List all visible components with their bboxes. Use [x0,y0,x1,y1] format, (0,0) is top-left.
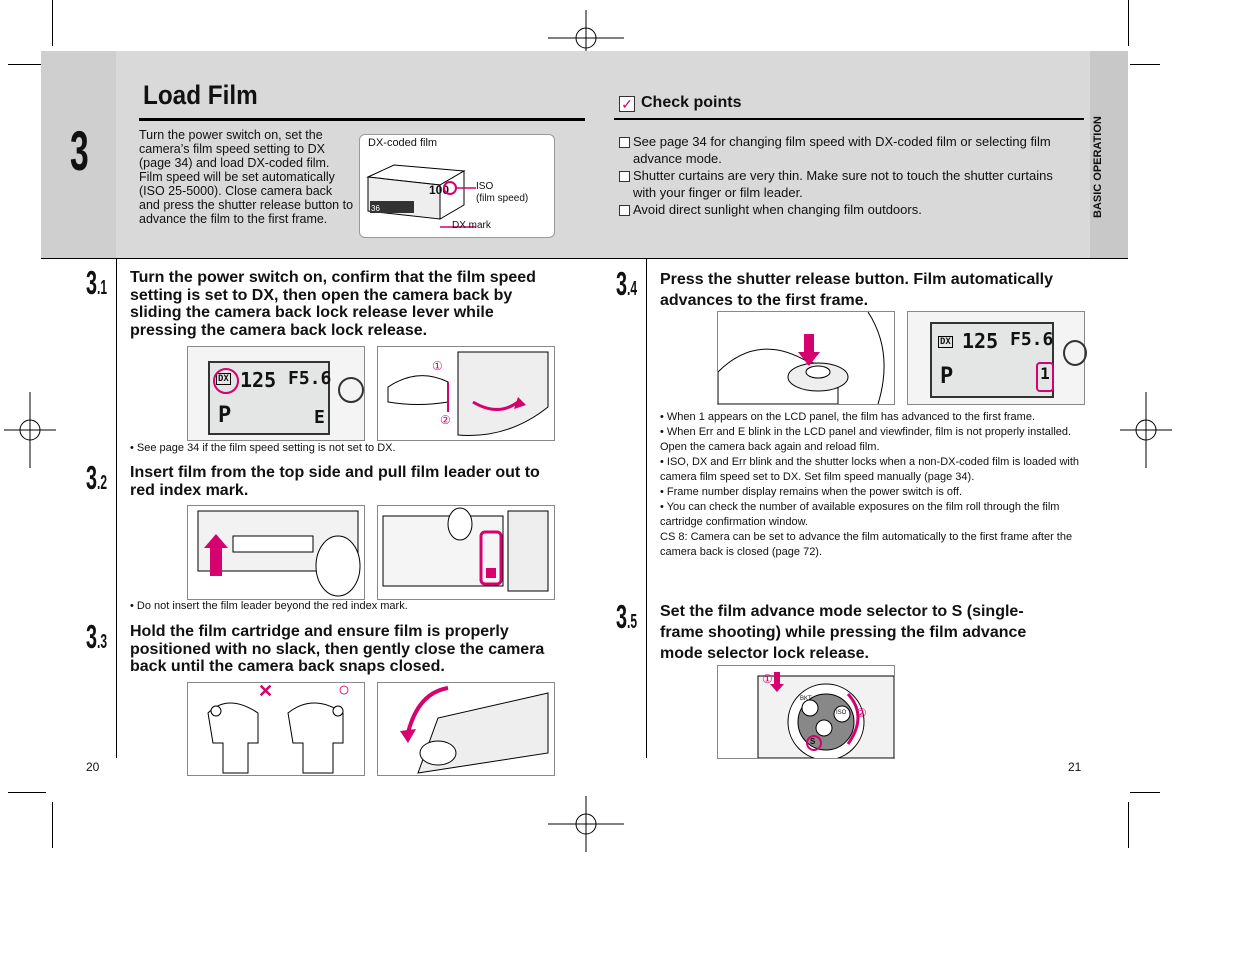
lcd-dx-indicator: DX [938,336,953,348]
custom-setting-note: CS 8: Camera can be set to advance the f… [660,531,1073,558]
crop-mark [52,0,53,46]
check-point-item: Avoid direct sunlight when changing film… [619,201,1079,218]
step-3-5-text: Set the film advance mode selector to S … [660,603,1027,662]
registration-mark [1120,392,1172,468]
callout-1: ① [762,672,773,686]
registration-mark [548,796,624,852]
dial-icon [1063,340,1087,366]
check-icon: ✓ [619,96,635,112]
crop-mark [1128,0,1129,46]
lcd-frame: E [314,407,325,428]
film-position-image: ✕ ○ [187,679,365,776]
insert-film-illustration [197,510,361,597]
band-bottom-rule [41,258,1128,259]
step-3-1-number: 3.1 [86,264,108,301]
wrong-mark: ✕ [258,681,274,701]
lcd-mode: P [940,364,954,389]
close-back-image [377,682,555,776]
iso-sublabel: (film speed) [476,193,529,204]
callout-lines [440,181,476,228]
dx-figure-heading: DX-coded film [368,137,438,149]
callout-1: ① [432,359,443,373]
header-band-left [41,51,116,258]
check-points-heading: Check points [641,94,742,111]
crop-mark [1130,792,1160,793]
center-rule [646,258,647,758]
close-back-illustration [400,686,549,774]
step-3-4-notes: • When 1 appears on the LCD panel, the f… [660,410,1085,560]
note-item: • ISO, DX and Err blink and the shutter … [660,456,1079,483]
note-item: • Frame number display remains when the … [660,486,962,498]
dx-mark-label: DX mark [452,220,491,231]
dx-film-figure: DX-coded film 100 36 ISO (film speed) DX… [359,134,555,238]
note-item: • You can check the number of available … [660,501,1060,528]
crop-mark [1128,802,1129,848]
iso-button-label: ISO [836,710,847,716]
step-3-4-number: 3.4 [616,265,638,302]
bkt-label: BKT [800,696,812,702]
check-points-rule [614,118,1084,120]
lcd-shutter: 125 [962,329,999,353]
note-item: • When 1 appears on the LCD panel, the f… [660,411,1035,423]
right-mark: ○ [338,679,351,701]
left-margin-rule [116,258,117,758]
camera-back-open-image: ① ② [377,346,555,441]
shutter-press-illustration [717,311,885,405]
film-box-small: 36 [371,204,380,213]
callout-2: ② [856,706,867,720]
step-3-2-text: Insert film from the top side and pull f… [130,464,540,499]
step-3-5-number: 3.5 [616,598,638,635]
lcd-advanced-image: DX 125 F5.6 P 1 [907,311,1087,405]
page-number-left: 20 [86,760,100,774]
dx-highlight-circle [213,368,239,394]
film-leader-image [377,505,555,600]
step-3-4-text: Press the shutter release button. Film a… [660,271,1053,309]
mode-selector-illustration [757,672,895,761]
lcd-mode: P [218,403,232,428]
page-number-right: 21 [1068,760,1082,774]
lcd-panel-image: DX 125 F5.6 P E [187,346,365,441]
registration-mark [4,392,56,468]
step-3-2-number: 3.2 [86,459,108,496]
mode-selector-image: ① ② BKT ISO S [717,665,895,761]
crop-mark [52,802,53,848]
side-label: BASIC OPERATION [1092,116,1104,218]
chapter-number: 3 [70,119,89,182]
lcd-aperture: F5.6 [288,368,332,389]
step-3-1-text: Turn the power switch on, confirm that t… [130,269,536,339]
check-point-item: Shutter curtains are very thin. Make sur… [619,167,1079,201]
film-position-illustration [207,702,344,774]
title-rule [139,118,585,121]
insert-film-image [187,505,365,600]
camera-back-illustration [387,351,549,436]
dial-icon [338,377,364,403]
shutter-press-image [717,311,895,405]
header-band [116,51,1090,258]
step-3-1-note: • See page 34 if the film speed setting … [130,442,396,454]
lcd-shutter: 125 [240,368,277,392]
s-mark: S [810,737,816,746]
crop-mark [1130,64,1160,65]
crop-mark [8,64,46,65]
film-box-illustration [366,164,466,220]
step-3-3-number: 3.3 [86,618,108,655]
header-band-right [1090,51,1128,258]
check-points-list: See page 34 for changing film speed with… [619,133,1079,218]
intro-text: Turn the power switch on, set the camera… [139,128,354,226]
crop-mark [8,792,46,793]
lcd-aperture: F5.6 [1010,329,1054,350]
callout-2: ② [440,413,451,427]
step-3-2-note: • Do not insert the film leader beyond t… [130,600,408,612]
film-leader-illustration [382,507,549,592]
page-title: Load Film [143,80,258,110]
iso-label: ISO [476,181,494,192]
step-3-3-text: Hold the film cartridge and ensure film … [130,623,545,675]
check-point-item: See page 34 for changing film speed with… [619,133,1079,167]
note-item: • When Err and E blink in the LCD panel … [660,426,1072,453]
lcd-frame-advanced: 1 [1036,362,1054,392]
